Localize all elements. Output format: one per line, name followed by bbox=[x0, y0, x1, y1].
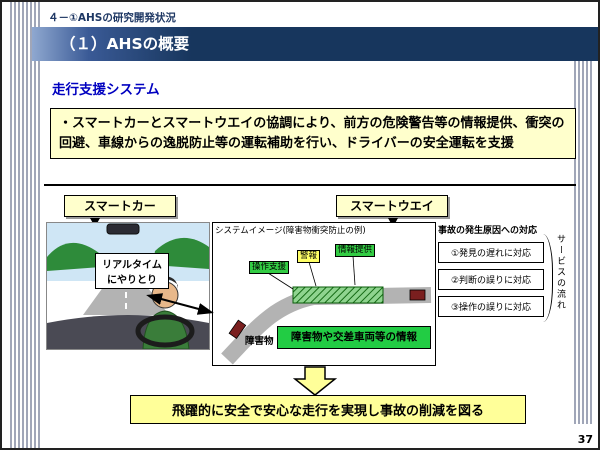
breadcrumb: ４－①AHSの研究開発状況 bbox=[48, 12, 176, 24]
response-panel: 事故の発生原因への対応 ①発見の遅れに対応 ②判断の誤りに対応 ③操作の誤りに対… bbox=[438, 223, 550, 317]
chip-operation-support: 操作支援 bbox=[249, 261, 290, 274]
left-stripe-decoration bbox=[10, 2, 40, 448]
service-flow-brace bbox=[543, 234, 553, 322]
exchange-arrow-icon bbox=[146, 293, 214, 315]
page-title: （１）AHSの概要 bbox=[60, 35, 190, 53]
diagram-title: システムイメージ(障害物衝突防止の例) bbox=[215, 226, 366, 236]
service-flow-label: サービスの流れ bbox=[555, 234, 565, 311]
system-diagram: システムイメージ(障害物衝突防止の例) 操作支援 警報 情報提供 障害物 障害物… bbox=[212, 222, 436, 366]
response-panel-title: 事故の発生原因への対応 bbox=[438, 226, 538, 236]
smart-car-label: スマートカー bbox=[64, 195, 176, 217]
obstacle-label: 障害物 bbox=[245, 336, 274, 347]
realtime-label-line2: にやりとり bbox=[107, 275, 157, 286]
response-item-3: ③操作の誤りに対応 bbox=[438, 296, 544, 317]
summary-box: ・スマートカーとスマートウエイの協調により、前方の危険警告等の情報提供、衝突の回… bbox=[50, 108, 576, 159]
chip-warning: 警報 bbox=[297, 250, 321, 263]
title-band: （１）AHSの概要 bbox=[32, 27, 598, 61]
right-stripe-decoration bbox=[574, 60, 592, 424]
response-item-2: ②判断の誤りに対応 bbox=[438, 269, 544, 290]
page-number: 37 bbox=[577, 433, 593, 446]
realtime-label: リアルタイム にやりとり bbox=[95, 253, 169, 289]
section-title: 走行支援システム bbox=[52, 82, 160, 98]
realtime-label-line1: リアルタイム bbox=[102, 260, 162, 271]
conclusion-box: 飛躍的に安全で安心な走行を実現し事故の削減を図る bbox=[130, 395, 526, 424]
divider-line bbox=[44, 184, 576, 186]
road-illustration bbox=[221, 255, 432, 365]
response-item-1: ①発見の遅れに対応 bbox=[438, 242, 544, 263]
down-arrow-icon bbox=[293, 366, 337, 396]
chip-info-provision: 情報提供 bbox=[335, 244, 376, 257]
smart-way-label: スマートウエイ bbox=[336, 195, 448, 217]
obstacle-info-box: 障害物や交差車両等の情報 bbox=[277, 326, 431, 349]
